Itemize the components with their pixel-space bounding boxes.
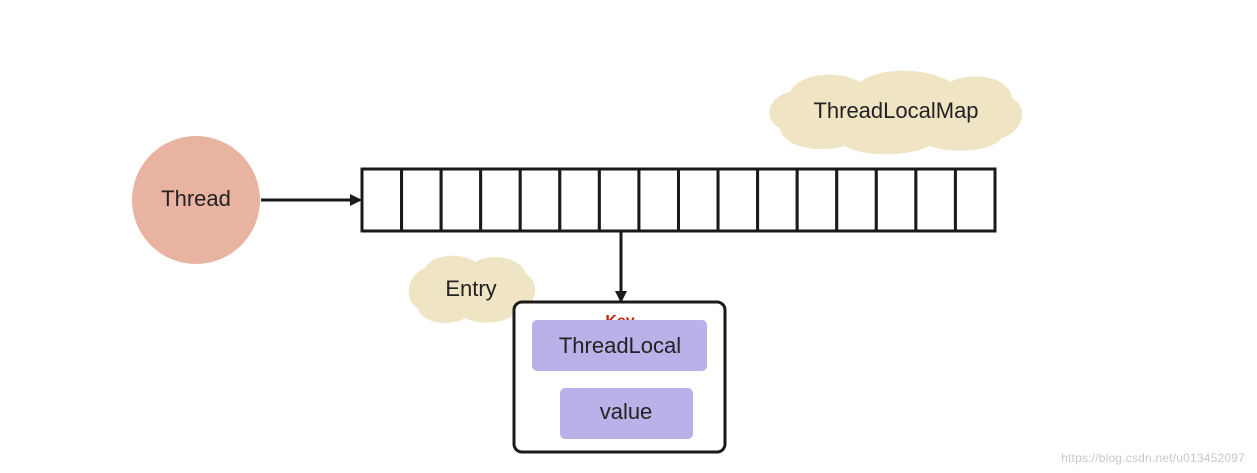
array-slot — [835, 167, 878, 233]
value-box-group: value — [560, 388, 693, 439]
threadlocal-box — [532, 320, 707, 371]
array-slot — [874, 167, 918, 233]
array-slot — [716, 167, 760, 233]
watermark: https://blog.csdn.net/u013452097 — [1061, 451, 1245, 465]
array-slot — [360, 167, 404, 233]
array-slot — [479, 167, 522, 233]
array-slot — [400, 167, 443, 233]
threadlocalmap-array — [360, 167, 997, 233]
array-slot — [518, 167, 562, 233]
threadlocalmap-cloud: ThreadLocalMap — [769, 70, 1023, 155]
value-label: value — [600, 399, 653, 424]
thread-label: Thread — [161, 186, 231, 211]
array-slot — [795, 167, 839, 233]
threadlocalmap-label: ThreadLocalMap — [813, 98, 978, 123]
array-slot — [914, 167, 957, 233]
cloud-shape — [769, 70, 1023, 155]
threadlocal-label: ThreadLocal — [559, 333, 681, 358]
array-slot — [558, 167, 601, 233]
threadlocal-key-box: ThreadLocal — [532, 320, 707, 371]
entry-cloud-shape — [408, 255, 536, 323]
entry-label: Entry — [445, 276, 496, 301]
entry-cloud: Entry — [408, 255, 536, 323]
array-slot — [953, 167, 997, 233]
array-slot — [677, 167, 720, 233]
thread-circle — [132, 136, 260, 264]
array-slot — [597, 167, 641, 233]
array-slot — [756, 167, 799, 233]
value-box — [560, 388, 693, 439]
array-slot — [439, 167, 483, 233]
thread-node: Thread — [132, 136, 260, 264]
array-slot — [637, 167, 680, 233]
